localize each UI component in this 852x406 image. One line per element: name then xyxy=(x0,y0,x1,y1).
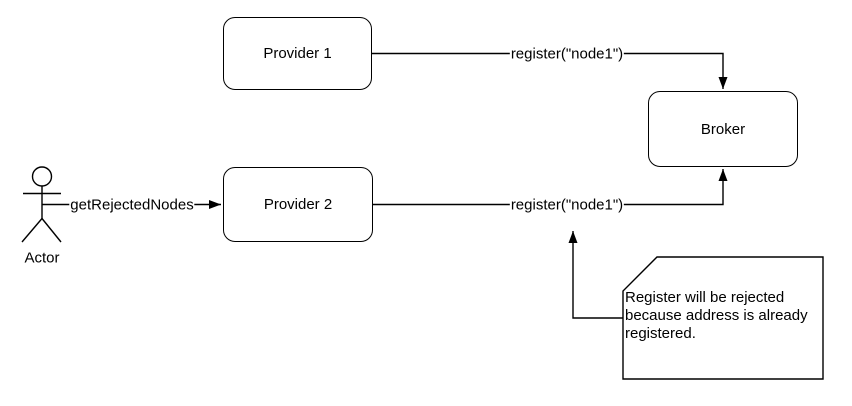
edge-label-getrejectednodes: getRejectedNodes xyxy=(69,196,195,214)
edge-provider1-to-broker xyxy=(372,52,728,89)
actor-head xyxy=(31,166,53,187)
note-shape xyxy=(622,256,824,380)
actor-right-leg xyxy=(41,218,62,243)
actor-icon xyxy=(21,166,62,243)
edge-note-pointer xyxy=(568,231,623,319)
edge-label-register-node1-top: register("node1") xyxy=(509,45,625,63)
actor-label: Actor xyxy=(24,249,60,267)
actor-left-leg xyxy=(21,218,43,243)
note-text: Register will be rejected because addres… xyxy=(625,289,808,342)
node-broker-label: Broker xyxy=(700,120,746,138)
node-provider1: Provider 1 xyxy=(223,17,372,90)
node-broker: Broker xyxy=(648,91,798,167)
node-provider2: Provider 2 xyxy=(223,167,373,242)
node-provider2-label: Provider 2 xyxy=(263,196,333,213)
edge-label-register-node1-bottom: register("node1") xyxy=(509,196,625,214)
node-provider1-label: Provider 1 xyxy=(263,45,332,62)
edge-provider2-to-broker xyxy=(373,169,728,206)
